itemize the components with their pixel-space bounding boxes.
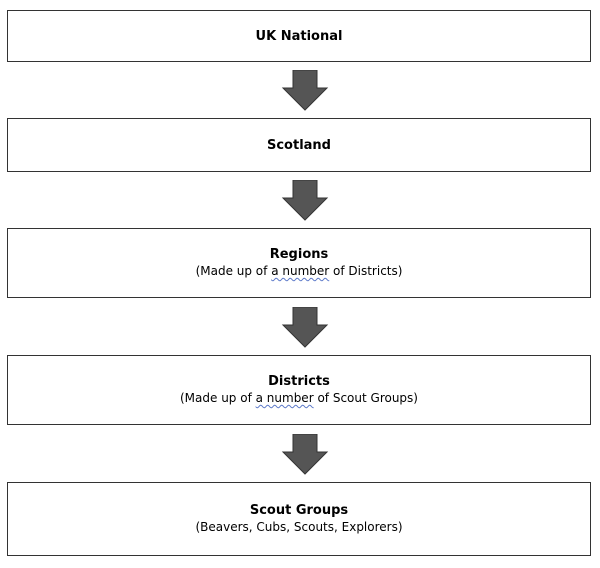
subtitle-text: of Districts)	[329, 264, 403, 278]
level-box-districts: Districts (Made up of a number of Scout …	[7, 355, 591, 425]
subtitle-text: (Beavers, Cubs, Scouts, Explorers)	[195, 520, 403, 534]
down-arrow-icon	[281, 70, 329, 112]
level-subtitle: (Made up of a number of Scout Groups)	[180, 390, 418, 407]
level-title: Districts	[268, 374, 330, 389]
level-box-scout-groups: Scout Groups (Beavers, Cubs, Scouts, Exp…	[7, 482, 591, 556]
level-title: Scotland	[266, 137, 331, 153]
level-box-uk-national: UK National	[7, 10, 591, 62]
spellcheck-underlined-text: a number	[255, 391, 314, 405]
level-title: Scout Groups	[249, 503, 349, 518]
down-arrow-icon	[281, 434, 329, 476]
subtitle-text: (Made up of	[195, 264, 272, 278]
spellcheck-underlined-text: a number	[271, 264, 330, 278]
level-subtitle: (Beavers, Cubs, Scouts, Explorers)	[195, 519, 402, 536]
level-subtitle: (Made up of a number of Districts)	[196, 263, 403, 280]
level-box-regions: Regions (Made up of a number of District…	[7, 228, 591, 298]
level-box-scotland: Scotland	[7, 118, 591, 172]
down-arrow-icon	[281, 307, 329, 349]
subtitle-text: (Made up of	[180, 391, 256, 405]
down-arrow-icon	[281, 180, 329, 222]
subtitle-text: of Scout Groups)	[313, 391, 418, 405]
level-title: Regions	[269, 247, 329, 262]
level-title: UK National	[255, 28, 343, 44]
